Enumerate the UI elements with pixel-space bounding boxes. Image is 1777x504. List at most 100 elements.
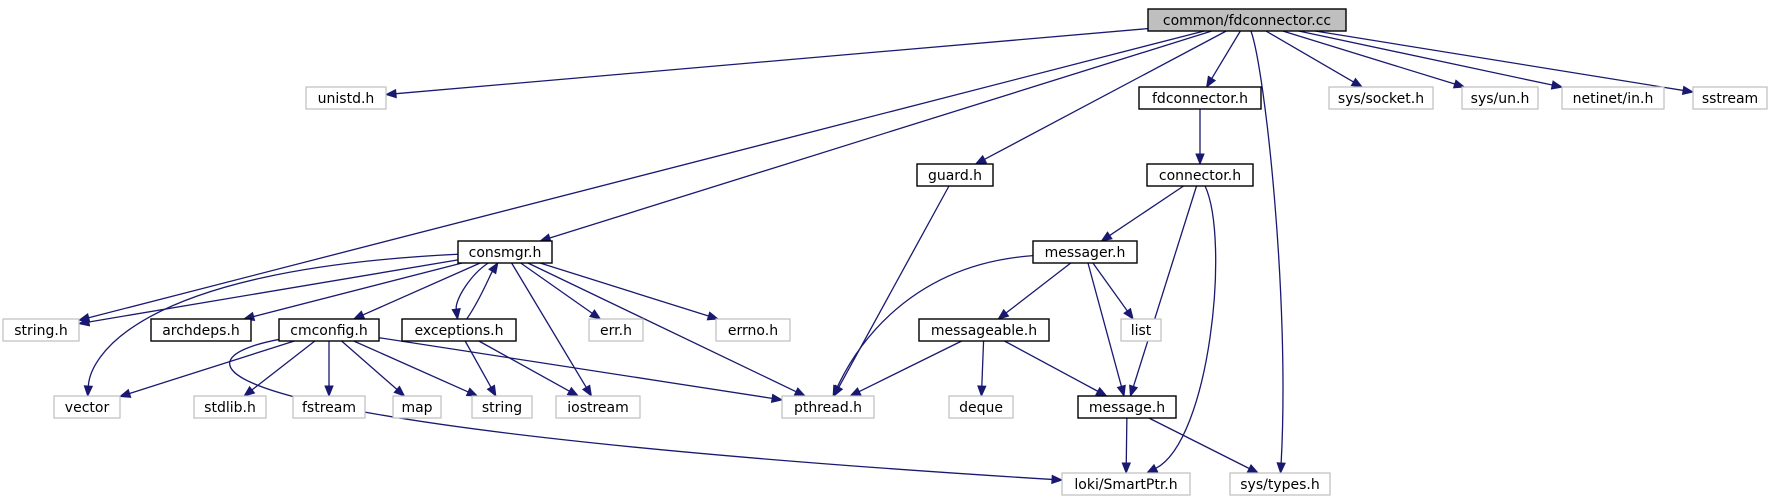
edge-consmgr-to-err — [520, 262, 602, 320]
node-box — [392, 395, 442, 419]
node-label: err.h — [600, 323, 632, 339]
arrowhead-icon — [1350, 77, 1364, 88]
node-stdlib: stdlib.h — [193, 395, 267, 419]
node-label: string — [482, 400, 522, 416]
node-box — [588, 318, 644, 342]
node-label: consmgr.h — [469, 245, 542, 261]
node-messageable[interactable]: messageable.h — [918, 318, 1050, 342]
node-root[interactable]: common/fdconnector.cc — [1147, 8, 1347, 32]
node-fdconnector[interactable]: fdconnector.h — [1138, 86, 1262, 110]
node-box — [1561, 86, 1665, 110]
node-label: netinet/in.h — [1573, 91, 1654, 107]
node-label: exceptions.h — [414, 323, 503, 339]
edge-fdconnector-to-connector — [1195, 109, 1205, 166]
node-label: message.h — [1089, 400, 1165, 416]
node-cmconfig[interactable]: cmconfig.h — [278, 318, 380, 342]
edge-exceptions-to-string — [464, 340, 497, 398]
edge-consmgr-to-cmconfig — [352, 262, 481, 320]
edge-messager-to-messageable — [997, 262, 1072, 320]
node-box — [918, 318, 1050, 342]
node-box — [193, 395, 267, 419]
node-box — [401, 318, 517, 342]
node-box — [1328, 86, 1434, 110]
node-label: archdeps.h — [162, 323, 240, 339]
node-connector[interactable]: connector.h — [1146, 163, 1254, 187]
arrowhead-icon — [1195, 153, 1205, 166]
node-label: errno.h — [728, 323, 778, 339]
node-message[interactable]: message.h — [1077, 395, 1177, 419]
arrowhead-icon — [770, 393, 784, 403]
edge-messageable-to-deque — [977, 340, 987, 398]
edge-root-to-syssocket — [1265, 30, 1364, 88]
node-box — [1138, 86, 1262, 110]
node-box — [781, 395, 875, 419]
node-map: map — [392, 395, 442, 419]
node-fstream: fstream — [292, 395, 366, 419]
node-label: iostream — [567, 400, 629, 416]
arrowhead-icon — [118, 388, 132, 398]
node-systypes: sys/types.h — [1229, 472, 1331, 496]
edge-root-to-string_h — [77, 30, 1205, 323]
node-archdeps[interactable]: archdeps.h — [150, 318, 252, 342]
arrowhead-icon — [393, 385, 406, 397]
node-label: guard.h — [928, 168, 982, 184]
node-box — [555, 395, 641, 419]
node-deque: deque — [948, 395, 1014, 419]
arrowhead-icon — [1051, 474, 1064, 485]
node-label: list — [1131, 323, 1152, 339]
edge-cmconfig-to-vector — [118, 340, 295, 398]
node-label: connector.h — [1159, 168, 1241, 184]
edge-connector-to-message — [1129, 185, 1198, 398]
node-errno: errno.h — [715, 318, 791, 342]
node-label: deque — [959, 400, 1003, 416]
edge-cmconfig-to-fstream — [324, 341, 334, 398]
node-box — [292, 395, 366, 419]
node-guard[interactable]: guard.h — [916, 163, 994, 187]
edge-consmgr-to-exceptions — [451, 262, 489, 321]
edge-root-to-consmgr — [538, 30, 1213, 243]
node-box — [305, 86, 387, 110]
node-exceptions[interactable]: exceptions.h — [401, 318, 517, 342]
node-pthread: pthread.h — [781, 395, 875, 419]
node-label: sys/socket.h — [1338, 91, 1424, 107]
node-box — [2, 318, 80, 342]
node-label: loki/SmartPtr.h — [1074, 477, 1177, 493]
arrowhead-icon — [706, 311, 720, 321]
node-messager[interactable]: messager.h — [1032, 240, 1138, 264]
node-label: sys/un.h — [1471, 91, 1530, 107]
edge-guard-to-pthread — [833, 185, 950, 398]
arrowhead-icon — [997, 308, 1010, 320]
edge-messager-to-pthread — [832, 255, 1034, 398]
arrowhead-icon — [1129, 384, 1139, 398]
node-syssocket: sys/socket.h — [1328, 86, 1434, 110]
edge-consmgr-to-errno — [539, 262, 720, 321]
edge-exceptions-to-consmgr — [466, 261, 499, 320]
arrowhead-icon — [352, 310, 366, 320]
arrowhead-icon — [1121, 462, 1132, 475]
arrowhead-icon — [589, 309, 602, 320]
arrowhead-icon — [581, 384, 593, 398]
node-consmgr[interactable]: consmgr.h — [457, 240, 553, 264]
node-label: vector — [65, 400, 110, 416]
edge-cmconfig-to-string — [353, 340, 479, 397]
node-label: fdconnector.h — [1152, 91, 1248, 107]
edge-root-to-netinet — [1298, 30, 1564, 90]
edge-messageable-to-pthread — [849, 340, 963, 397]
node-box — [1077, 395, 1177, 419]
edge-root-to-sstream — [1315, 30, 1695, 96]
node-string_h: string.h — [2, 318, 80, 342]
node-vector: vector — [53, 395, 121, 419]
arrowhead-icon — [849, 387, 862, 397]
node-label: pthread.h — [794, 400, 862, 416]
node-string: string — [471, 395, 533, 419]
arrowhead-icon — [566, 386, 580, 397]
node-loki: loki/SmartPtr.h — [1061, 472, 1191, 496]
edge-root-to-fdconnector — [1205, 30, 1241, 89]
node-box — [1146, 163, 1254, 187]
edge-messager-to-list — [1092, 262, 1134, 321]
arrowhead-icon — [488, 261, 499, 275]
arrowhead-icon — [83, 385, 94, 398]
node-iostream: iostream — [555, 395, 641, 419]
arrowhead-icon — [243, 385, 256, 397]
